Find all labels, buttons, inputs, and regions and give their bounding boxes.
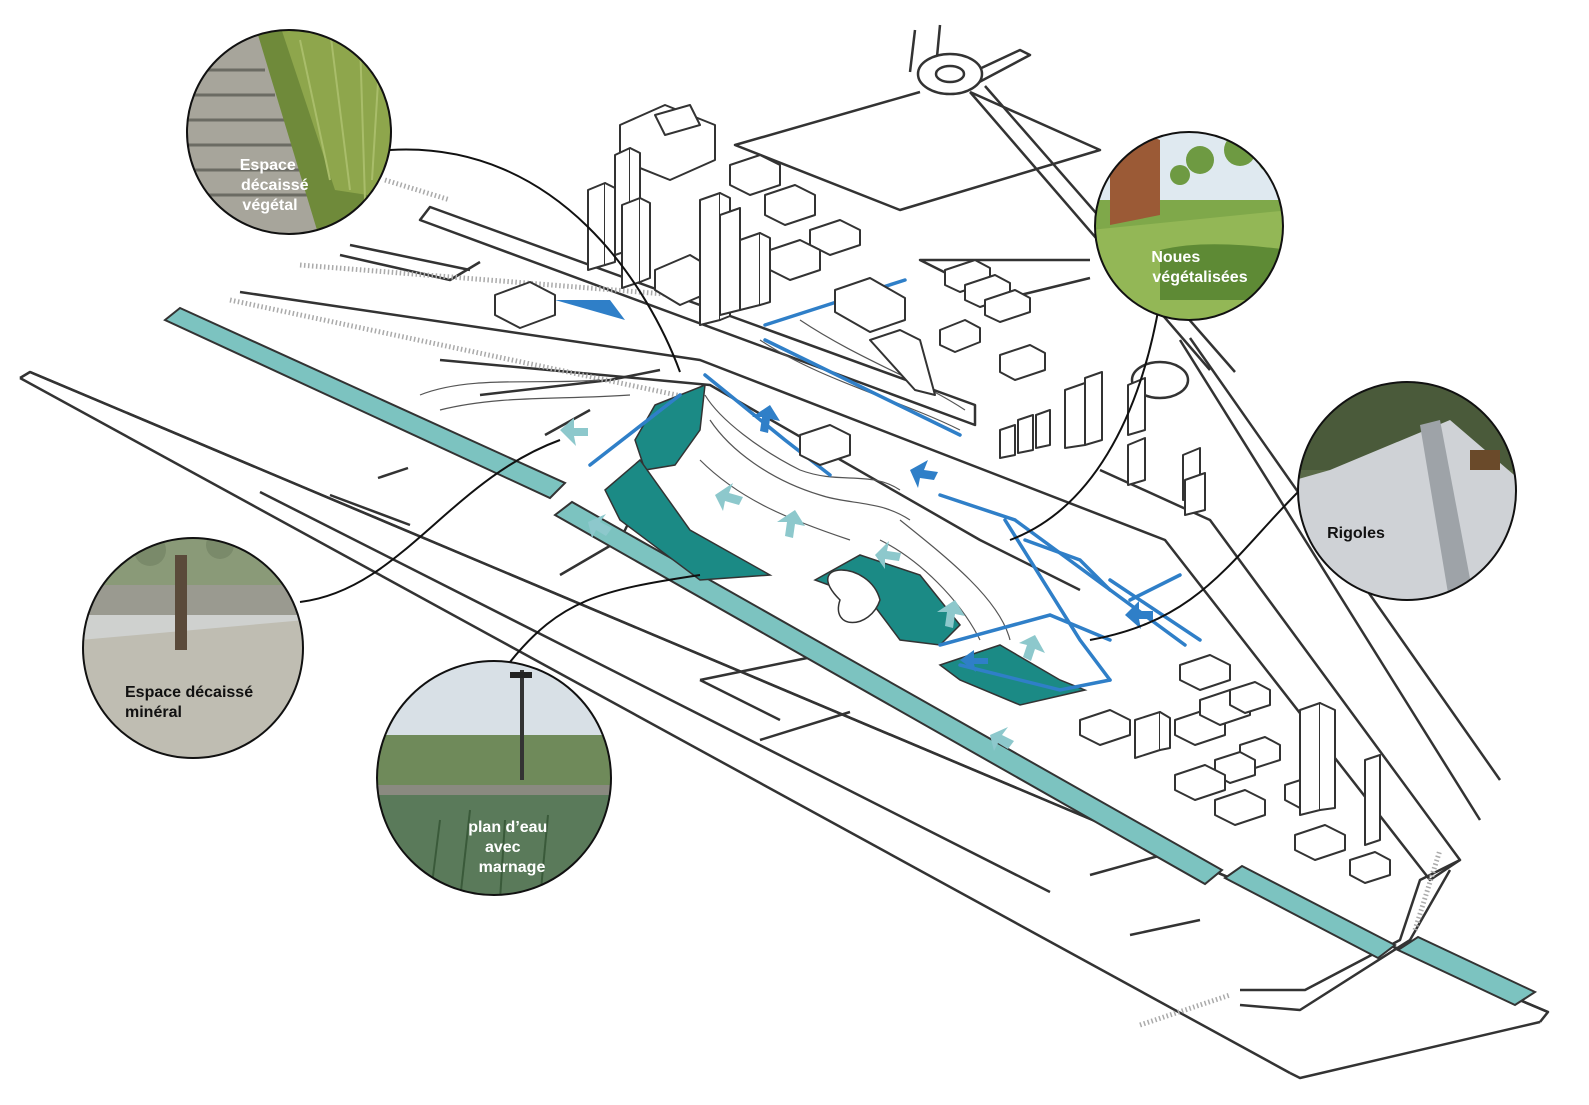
flow-arrow-icon	[752, 405, 1153, 672]
blue-basin	[555, 300, 625, 320]
rail-tracks	[229, 177, 1443, 1028]
callout-label: plan d’eau avec marnage	[468, 819, 552, 876]
callout-espace-decaisse-vegetal: Espace décaissé végétal	[186, 29, 392, 235]
road-edge	[19, 376, 1291, 1075]
photo-pond-reeds-walkway	[377, 661, 611, 895]
canal	[163, 306, 1538, 1007]
callout-plan-deau-avec-marnage: plan d’eau avec marnage	[376, 660, 612, 896]
callout-label: Rigoles	[1327, 525, 1385, 542]
park-contours	[419, 319, 1011, 641]
callout-label: Noues végétalisées	[1151, 249, 1247, 286]
callout-rigoles: Rigoles	[1297, 381, 1517, 601]
photo-paved-path-channel	[1298, 382, 1516, 600]
callout-espace-decaisse-mineral: Espace décaissé minéral	[82, 537, 304, 759]
flow-arrow-icon	[560, 418, 1045, 751]
buildings	[494, 104, 1391, 884]
callout-noues-vegetalisees: Noues végétalisées	[1094, 131, 1284, 321]
photo-green-swale-park	[1095, 132, 1283, 320]
callout-label: Espace décaissé végétal	[240, 157, 313, 214]
leader-lines	[299, 148, 1301, 663]
callout-label: Espace décaissé minéral	[125, 684, 258, 721]
